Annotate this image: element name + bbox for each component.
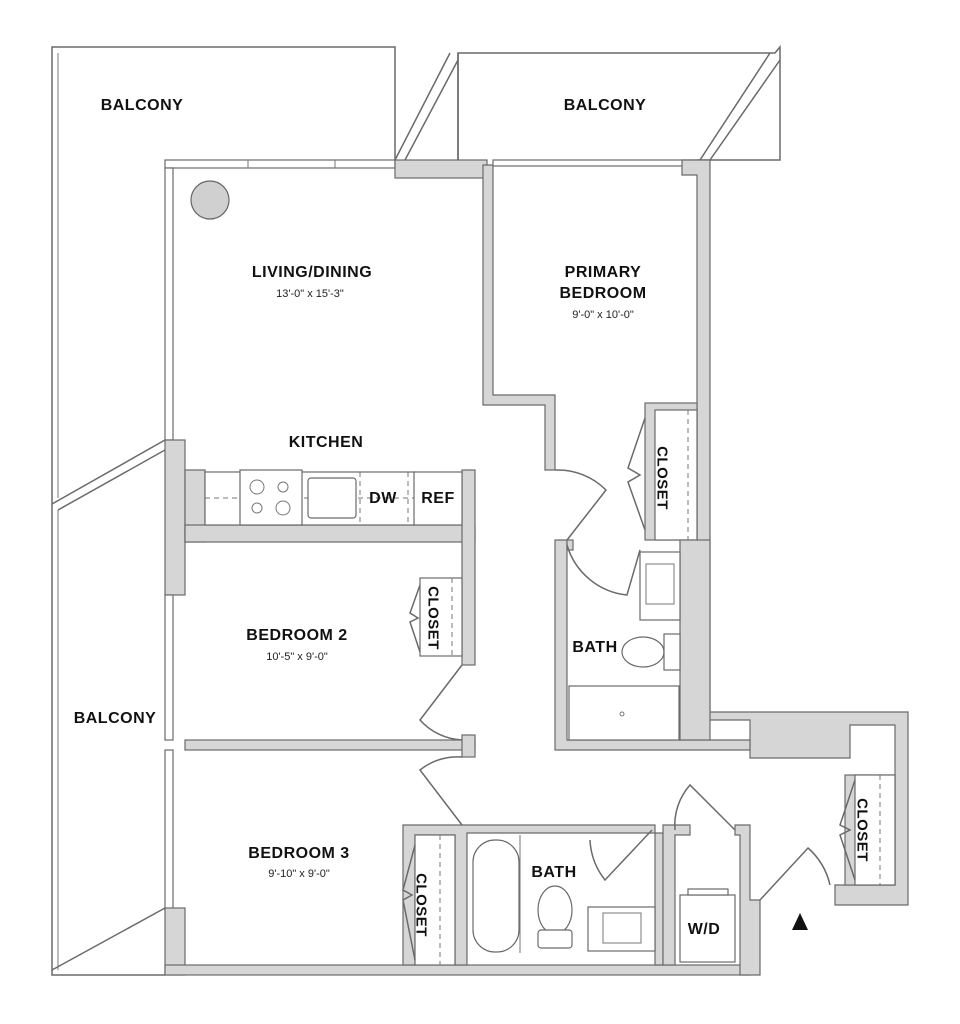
closet-label: CLOSET <box>653 446 671 510</box>
primary-bedroom-dims: 9'-0" x 10'-0" <box>572 309 634 321</box>
primary-toilet <box>621 636 665 668</box>
hall-bath-label: BATH <box>531 864 577 881</box>
kitchen-counter <box>204 469 463 526</box>
washer-dryer-label: W/D <box>687 921 721 938</box>
refrigerator-label: REF <box>421 490 455 507</box>
primary-shower <box>568 685 680 741</box>
kitchen-label: KITCHEN <box>288 434 364 451</box>
stove <box>239 469 303 526</box>
bedroom-2-dims: 10'-5" x 9'-0" <box>266 651 328 663</box>
bathtub <box>472 839 520 953</box>
hall-toilet <box>537 885 573 935</box>
balcony-label: BALCONY <box>100 97 184 114</box>
bedroom-2-label: BEDROOM 2 <box>246 627 348 644</box>
balcony-label: BALCONY <box>73 710 157 727</box>
bedroom-3-label: BEDROOM 3 <box>248 845 350 862</box>
bedroom-3-dims: 9'-10" x 9'-0" <box>268 868 330 880</box>
primary-bedroom-label-1: PRIMARY <box>564 264 642 281</box>
fridge <box>413 471 463 526</box>
closet-label: CLOSET <box>424 586 442 650</box>
balcony-label: BALCONY <box>563 97 647 114</box>
column <box>190 180 230 220</box>
closet-label: CLOSET <box>853 798 871 862</box>
living-dining-dims: 13'-0" x 15'-3" <box>276 288 344 300</box>
doors <box>418 469 831 901</box>
closet-label: CLOSET <box>412 873 430 937</box>
balcony-outlines <box>51 44 781 976</box>
bath-fixtures <box>472 551 736 963</box>
dishwasher-label: DW <box>369 490 397 507</box>
washer-dryer <box>679 894 736 963</box>
primary-vanity <box>639 551 681 621</box>
sink <box>307 477 357 519</box>
primary-bath-label: BATH <box>572 639 618 656</box>
hall-vanity <box>587 906 656 952</box>
living-dining-label: LIVING/DINING <box>251 264 373 281</box>
closets <box>402 410 881 966</box>
primary-bedroom-label-2: BEDROOM <box>559 285 647 302</box>
entry-arrow-icon <box>792 913 808 930</box>
